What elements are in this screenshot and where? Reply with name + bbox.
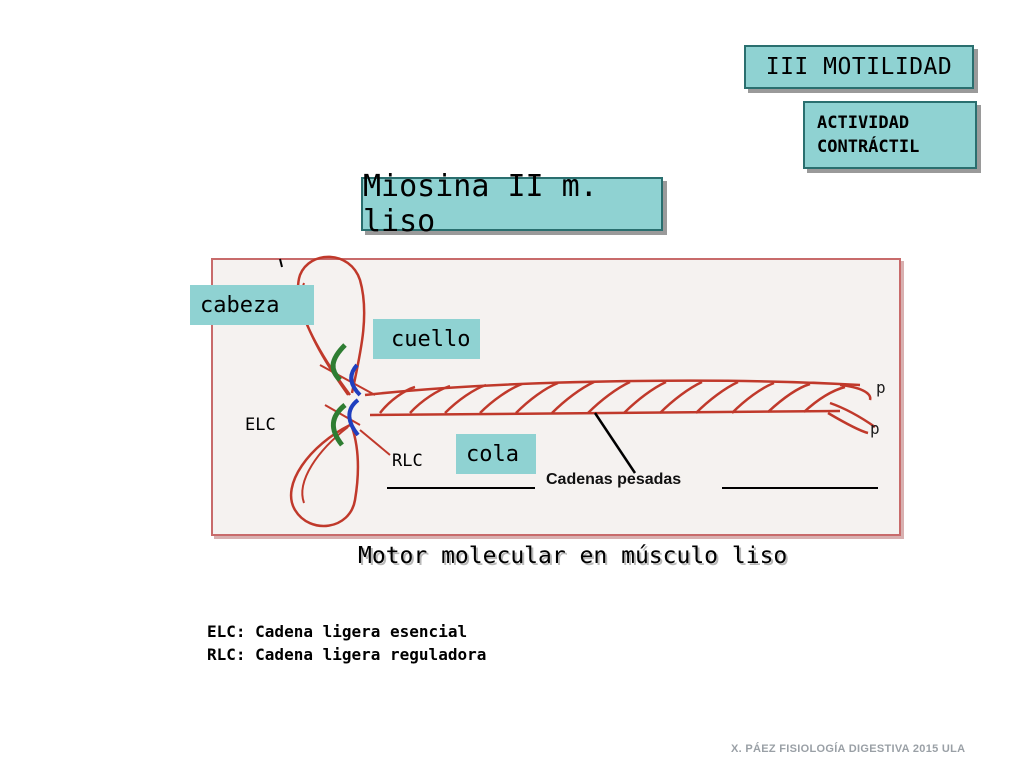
coiled-coil-twists — [379, 380, 846, 414]
section-badge-text: III MOTILIDAD — [765, 54, 953, 80]
subsection-badge: ACTIVIDAD CONTRÁCTIL — [803, 101, 977, 169]
subsection-line-1: ACTIVIDAD — [817, 113, 910, 133]
legend-item-rlc: RLC: Cadena ligera reguladora — [207, 645, 487, 664]
rlc-chain-1 — [349, 363, 362, 397]
section-badge: III MOTILIDAD — [744, 45, 974, 89]
tail-end-lower-2 — [827, 411, 869, 435]
lower-head — [289, 423, 360, 528]
heavy-chain-rule-right — [722, 487, 878, 489]
rlc-chain-2 — [347, 398, 360, 437]
heavy-chain-rule-left — [387, 487, 535, 489]
label-phosphate-2: p — [870, 419, 880, 438]
tail-lower-edge — [369, 409, 841, 417]
myosin-diagram — [279, 255, 876, 528]
page-title: Miosina II m. liso — [361, 169, 663, 239]
tick-mark — [279, 258, 283, 268]
label-neck: cuello — [373, 319, 480, 359]
label-elc: ELC — [245, 415, 276, 435]
label-rlc: RLC — [392, 451, 423, 471]
elc-chain-1 — [330, 343, 347, 382]
label-phosphate-1: p — [876, 378, 886, 397]
subsection-line-2: CONTRÁCTIL — [817, 137, 920, 157]
neck-strand-1 — [319, 364, 376, 396]
elc-chain-2 — [330, 403, 347, 447]
label-heavy-chains: Cadenas pesadas — [546, 471, 682, 488]
legend-item-elc: ELC: Cadena ligera esencial — [207, 622, 468, 641]
heavy-chain-pointer — [593, 412, 637, 474]
lower-head-inner — [301, 426, 349, 504]
page-title-text: Miosina II m. liso — [363, 169, 598, 239]
tail-end-upper — [839, 383, 872, 401]
tail-upper-edge — [364, 379, 861, 397]
neck-strand-3 — [359, 429, 391, 456]
tail-end-lower-1 — [829, 401, 876, 429]
diagram-caption: Motor molecular en músculo liso — [358, 543, 788, 569]
footer-credit: X. PÁEZ FISIOLOGÍA DIGESTIVA 2015 ULA — [731, 743, 966, 755]
label-tail: cola — [456, 434, 536, 474]
label-neck-text: cuello — [391, 326, 471, 352]
label-head-text: cabeza — [200, 292, 280, 318]
legend: ELC: Cadena ligera esencial RLC: Cadena … — [207, 620, 486, 666]
label-tail-text: cola — [466, 441, 519, 467]
label-head: cabeza — [190, 285, 314, 325]
neck-strand-2 — [324, 404, 361, 426]
